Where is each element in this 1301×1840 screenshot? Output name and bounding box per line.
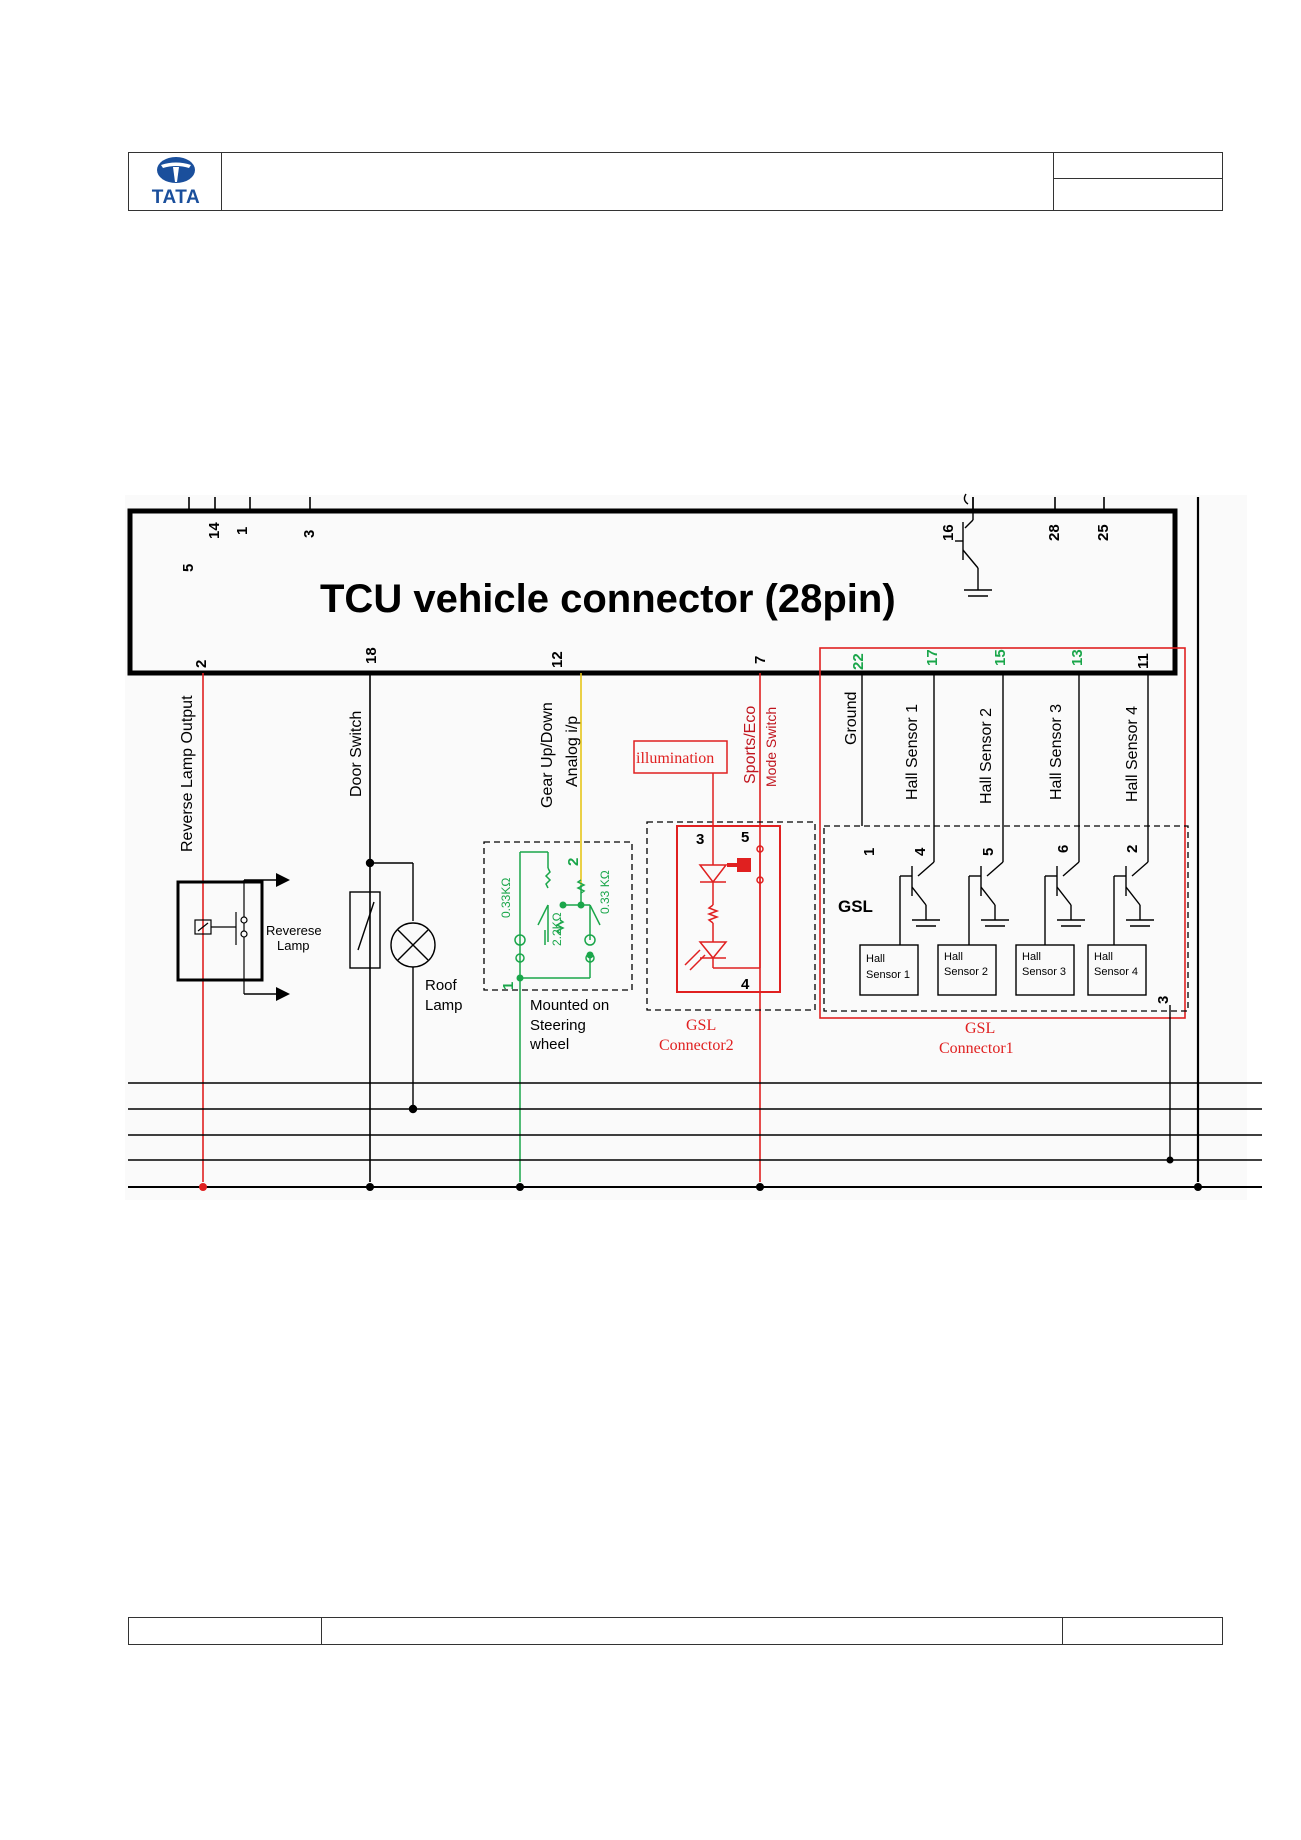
- top-pin-1: 1: [234, 527, 251, 535]
- gsl1-caption-1: GSL: [965, 1020, 995, 1037]
- top-pin-16: 16: [940, 524, 957, 541]
- gsl1-pin-6: 6: [1055, 845, 1072, 853]
- label-hall-sensor-3: Hall Sensor 3: [1048, 704, 1065, 800]
- tcu-output-transistor-icon: [955, 493, 992, 597]
- reverse-lamp-relay: [176, 879, 278, 995]
- header-right-divider: [1053, 178, 1223, 179]
- gsl1-pin-4: 4: [912, 847, 929, 856]
- gsl-connector-2: [633, 740, 816, 1011]
- gsl2-caption-2: Connector2: [659, 1037, 734, 1054]
- hall-sensor-box-3-l2: Sensor 3: [1022, 966, 1066, 978]
- label-reverse-lamp-output: Reverse Lamp Output: [179, 695, 196, 852]
- label-hall-sensor-2: Hall Sensor 2: [978, 708, 995, 804]
- gsl1-pin-1: 1: [861, 848, 878, 856]
- door-switch-component: [349, 858, 414, 969]
- tcu-connector-box: [127, 508, 1178, 676]
- gsl2-caption-1: GSL: [686, 1017, 716, 1034]
- steering-caption-1: Mounted on: [530, 997, 609, 1014]
- steering-caption-3: wheel: [529, 1036, 569, 1053]
- resistor-label-033k-left: 0.33KΩ: [499, 878, 513, 918]
- bottom-pin-18: 18: [363, 647, 380, 664]
- top-pin-14: 14: [206, 522, 223, 539]
- steering-switch-block: [483, 841, 633, 1182]
- label-analog-ip: Analog i/p: [564, 716, 581, 787]
- steering-pin-1: 1: [500, 982, 517, 990]
- connector-title: TCU vehicle connector (28pin): [320, 577, 896, 621]
- top-pin-28: 28: [1046, 524, 1063, 541]
- bottom-pin-12: 12: [549, 651, 566, 668]
- top-pin-5: 5: [180, 564, 197, 572]
- bottom-pin-15: 15: [992, 649, 1009, 666]
- gsl-connector-1: [819, 647, 1189, 1164]
- gsl2-pin-5: 5: [741, 829, 749, 846]
- roof-lamp-label-2: Lamp: [425, 997, 463, 1014]
- tata-logo: TATA: [140, 154, 212, 210]
- reverse-lamp-label-2: Lamp: [277, 938, 310, 953]
- gsl1-pin-2: 2: [1124, 845, 1141, 853]
- bottom-pin-11: 11: [1135, 653, 1152, 669]
- gsl2-pin-4: 4: [741, 976, 750, 993]
- footer-right-cell: [1062, 1617, 1223, 1645]
- hall-sensor-box-2-l2: Sensor 2: [944, 966, 988, 978]
- top-pin-25: 25: [1095, 524, 1112, 541]
- sports-eco-switch-button: [737, 858, 751, 872]
- hall-sensor-box-2-l1: Hall: [944, 951, 963, 963]
- label-door-switch: Door Switch: [348, 711, 365, 797]
- hall-sensor-box-4-l1: Hall: [1094, 951, 1113, 963]
- hall-sensor-box-3-l1: Hall: [1022, 951, 1041, 963]
- hall-sensor-box-1-l2: Sensor 1: [866, 969, 910, 981]
- bus-junction-dots: [199, 1183, 1202, 1191]
- label-ground: Ground: [843, 692, 860, 745]
- bottom-pin-17: 17: [924, 649, 941, 666]
- top-pin-3: 3: [301, 530, 318, 538]
- resistor-label-22k: 2.2KΩ: [550, 912, 564, 946]
- label-sports-eco: Sports/Eco: [742, 706, 759, 784]
- label-hall-sensor-1: Hall Sensor 1: [904, 704, 921, 800]
- bottom-pin-2: 2: [193, 660, 210, 668]
- bottom-pin-7: 7: [752, 656, 769, 664]
- roof-lamp-label-1: Roof: [425, 977, 458, 994]
- header-logo-cell: [128, 152, 222, 211]
- bottom-pin-22: 22: [850, 653, 867, 670]
- header-right-cell: [1053, 152, 1223, 211]
- label-gear-updown: Gear Up/Down: [539, 702, 556, 808]
- tata-logo-icon: [157, 157, 195, 183]
- resistor-label-033k-right: 0.33 KΩ: [598, 870, 612, 914]
- gsl1-pin-5: 5: [980, 848, 997, 856]
- label-hall-sensor-4: Hall Sensor 4: [1124, 706, 1141, 802]
- label-mode-switch: Mode Switch: [763, 707, 779, 787]
- arrow-down-right-icon: [276, 987, 290, 1001]
- footer-left-cell: [128, 1617, 322, 1645]
- gsl1-pin-3: 3: [1155, 996, 1172, 1004]
- gsl1-caption-2: Connector1: [939, 1040, 1014, 1057]
- tata-logo-text: TATA: [151, 187, 201, 208]
- arrow-up-right-icon: [276, 873, 290, 887]
- reverse-lamp-label-1: Reverese: [266, 923, 322, 938]
- gsl2-pin-3: 3: [696, 831, 704, 848]
- steering-pin-2: 2: [565, 858, 582, 866]
- gsl1-label: GSL: [838, 897, 873, 916]
- bottom-pin-13: 13: [1069, 649, 1086, 666]
- horizontal-bus-lines: [128, 1082, 1262, 1188]
- steering-caption-2: Steering: [530, 1017, 586, 1034]
- hall-sensor-box-4-l2: Sensor 4: [1094, 966, 1138, 978]
- hall-sensor-box-1-l1: Hall: [866, 953, 885, 965]
- illumination-label: illumination: [636, 750, 714, 767]
